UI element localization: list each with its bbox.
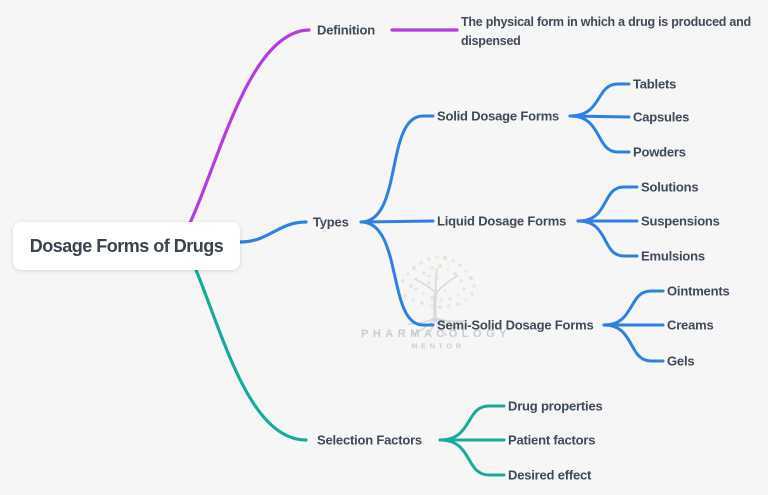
link-solid-powders xyxy=(568,114,631,154)
link-types-semisolid xyxy=(359,220,435,327)
node-types: Types xyxy=(313,214,349,230)
node-desired-effect: Desired effect xyxy=(508,467,592,483)
node-suspensions: Suspensions xyxy=(641,213,720,229)
link-types-liquid xyxy=(359,219,435,224)
node-capsules: Capsules xyxy=(633,109,690,125)
watermark-title: PHARMACOLOGY xyxy=(361,328,511,340)
node-gels: Gels xyxy=(667,353,695,369)
node-creams: Creams xyxy=(667,317,714,333)
node-ointments: Ointments xyxy=(667,283,730,299)
link-root-types xyxy=(238,220,308,244)
node-solutions: Solutions xyxy=(641,179,699,195)
node-selection-factors: Selection Factors xyxy=(317,432,422,448)
link-types-solid xyxy=(359,114,435,224)
link-root-definition xyxy=(188,28,311,225)
node-definition-note: The physical form in which a drug is pro… xyxy=(461,15,751,48)
node-semi-solid-dosage-forms: Semi-Solid Dosage Forms xyxy=(437,317,594,333)
node-emulsions: Emulsions xyxy=(641,248,705,264)
node-tablets: Tablets xyxy=(633,76,677,92)
link-liquid-solutions xyxy=(576,185,639,223)
link-root-selection xyxy=(194,268,308,442)
link-liquid-emulsions xyxy=(576,219,639,258)
node-solid-dosage-forms: Solid Dosage Forms xyxy=(437,108,560,124)
node-definition: Definition xyxy=(317,22,375,38)
node-liquid-dosage-forms: Liquid Dosage Forms xyxy=(437,213,567,229)
root-node-label: Dosage Forms of Drugs xyxy=(29,235,224,256)
node-patient-factors: Patient factors xyxy=(508,432,596,448)
link-selection-desired-effect xyxy=(438,438,506,477)
watermark-tree-logo xyxy=(397,255,477,336)
node-powders: Powders xyxy=(633,144,686,160)
root-node: Dosage Forms of Drugs xyxy=(13,222,240,270)
link-semisolid-ointments xyxy=(602,289,665,327)
watermark-subtitle: MENTOR xyxy=(411,341,465,351)
node-drug-properties: Drug properties xyxy=(508,398,603,414)
link-selection-drug-properties xyxy=(438,404,506,442)
link-solid-tablets xyxy=(568,82,631,118)
link-semisolid-gels xyxy=(602,323,665,363)
